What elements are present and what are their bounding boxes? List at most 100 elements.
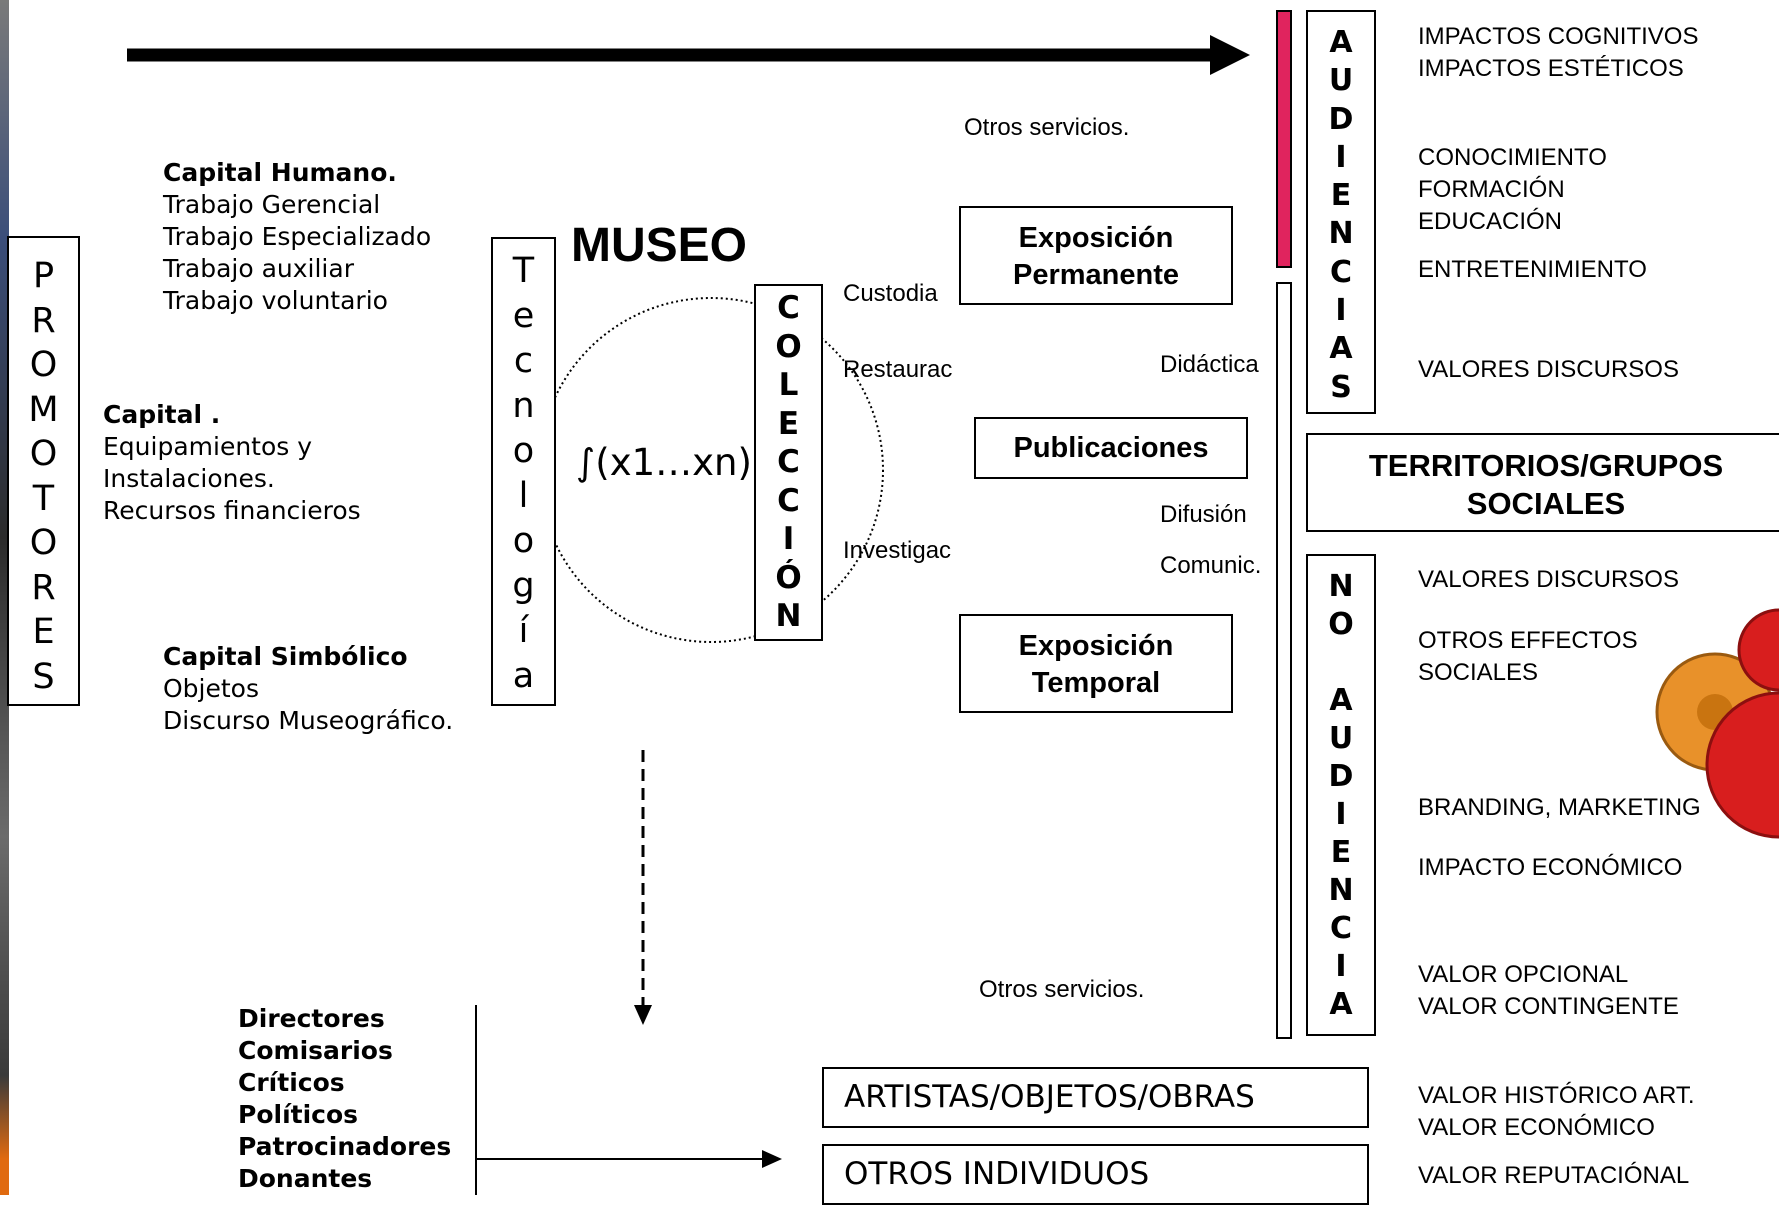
coleccion-letter: C	[777, 444, 800, 480]
agents-arrow-head	[762, 1150, 782, 1168]
capital-simbolico-item: Objetos	[163, 674, 259, 703]
impact-item: OTROS EFFECTOS	[1418, 627, 1638, 654]
no-audiencia-letter: A	[1329, 987, 1353, 1022]
tecnologia-letter: g	[512, 566, 535, 606]
no-audiencia-letter: I	[1335, 797, 1347, 832]
gear-red-icon	[1705, 691, 1779, 839]
agent-item: Políticos	[238, 1100, 359, 1129]
exposicion-temporal-box: Exposición Temporal	[959, 614, 1233, 713]
tecnologia-letter: o	[512, 431, 535, 471]
didactica-label: Didáctica	[1160, 351, 1259, 378]
otros-servicios-top-label: Otros servicios.	[964, 114, 1130, 141]
capital-humano-item: Trabajo voluntario	[163, 286, 388, 315]
agent-item: Patrocinadores	[238, 1132, 452, 1161]
impact-item: SOCIALES	[1418, 659, 1539, 686]
territorios-line: TERRITORIOS/GRUPOS	[1368, 448, 1724, 483]
impact-entretenimiento: ENTRETENIMIENTO	[1418, 256, 1647, 283]
no-audiencia-letter: O	[1328, 607, 1354, 642]
restauracion-label: Restaurac	[843, 356, 953, 383]
promotores-letter: O	[29, 345, 58, 385]
impacts-group-1: IMPACTOS COGNITIVOS IMPACTOS ESTÉTICOS	[1418, 21, 1698, 85]
museo-title: MUSEO	[571, 219, 748, 272]
promotores-letter: M	[28, 389, 59, 430]
gears-decoration	[1655, 608, 1779, 839]
promotores-letter: E	[32, 612, 55, 652]
left-edge-decoration	[0, 0, 9, 1195]
publicaciones-label: Publicaciones	[1013, 432, 1209, 464]
capital-item: Equipamientos y	[103, 432, 313, 461]
coleccion-letter: C	[777, 290, 800, 326]
promotores-letter: R	[31, 300, 56, 341]
impact-item: CONOCIMIENTO	[1418, 144, 1607, 171]
audiencias-letter: S	[1330, 369, 1352, 405]
promotores-letter: R	[31, 567, 56, 608]
audiencias-letter: I	[1335, 293, 1347, 329]
capital-humano-title: Capital Humano.	[163, 158, 397, 187]
gear-red-small-icon	[1737, 608, 1779, 692]
investigacion-label: Investigac	[843, 537, 952, 564]
audiencias-letter: D	[1328, 101, 1354, 137]
promotores-letter: T	[32, 478, 55, 519]
tecnologia-letter: l	[518, 476, 529, 516]
capital-item: Instalaciones.	[103, 464, 275, 493]
exposicion-permanente-box: Exposición Permanente	[959, 206, 1233, 305]
coleccion-letter: I	[782, 521, 795, 557]
impact-item: IMPACTOS COGNITIVOS	[1418, 23, 1699, 50]
impact-reputacional: VALOR REPUTACIÓNAL	[1418, 1162, 1690, 1189]
promotores-letter: P	[32, 256, 55, 296]
tecnologia-letter: T	[512, 251, 535, 291]
capital-humano-item: Trabajo Especializado	[163, 222, 432, 251]
audiencias-box: A U D I E N C I A S	[1306, 10, 1376, 414]
impact-valores-discursos-top: VALORES DISCURSOS	[1418, 356, 1679, 383]
difusion-label: Difusión	[1160, 501, 1247, 528]
artistas-label: ARTISTAS/OBJETOS/OBRAS	[844, 1079, 1255, 1115]
comunicacion-label: Comunic.	[1160, 552, 1262, 579]
exposicion-temporal-line: Temporal	[1031, 667, 1161, 699]
impacts-group-9: VALOR OPCIONAL VALOR CONTINGENTE	[1418, 959, 1679, 1023]
tecnologia-letter: a	[512, 656, 535, 696]
impact-item: EDUCACIÓN	[1418, 208, 1563, 235]
otros-individuos-box: OTROS INDIVIDUOS	[822, 1144, 1369, 1205]
exposicion-permanente-line: Exposición	[1018, 222, 1174, 254]
impact-item: VALOR CONTINGENTE	[1418, 993, 1679, 1020]
capital-simbolico-title: Capital Simbólico	[163, 642, 408, 671]
capital-title: Capital .	[103, 400, 221, 429]
tecnologia-letter: c	[513, 341, 534, 381]
otros-individuos-label: OTROS INDIVIDUOS	[844, 1156, 1150, 1192]
no-audiencia-bar-white	[1276, 282, 1292, 1039]
audiencias-letter: I	[1335, 139, 1347, 175]
no-audiencia-letter: I	[1335, 949, 1347, 984]
impact-valores-discursos-bottom: VALORES DISCURSOS	[1418, 566, 1679, 593]
tecnologia-letter: í	[518, 611, 529, 651]
exposicion-temporal-line: Exposición	[1018, 630, 1174, 662]
audiencia-bar-pink	[1276, 10, 1292, 268]
coleccion-letter: O	[775, 328, 802, 365]
capital-humano-item: Trabajo Gerencial	[163, 190, 381, 219]
tecnologia-letter: e	[512, 296, 535, 336]
coleccion-letter: E	[777, 405, 800, 442]
no-audiencia-letter: U	[1328, 721, 1354, 756]
audiencias-letter: A	[1329, 25, 1353, 60]
no-audiencia-letter: C	[1329, 911, 1353, 946]
audiencias-letter: N	[1328, 216, 1354, 252]
agent-item: Críticos	[238, 1068, 345, 1097]
tecnologia-letter: n	[512, 386, 535, 426]
capital-item: Recursos financieros	[103, 496, 361, 525]
impact-item: IMPACTOS ESTÉTICOS	[1418, 55, 1684, 82]
tecnologia-letter: o	[512, 521, 535, 561]
top-arrow-head	[1210, 35, 1250, 75]
impacts-group-10: VALOR HISTÓRICO ART. VALOR ECONÓMICO	[1418, 1080, 1695, 1144]
promotores-box: P R O M O T O R E S	[7, 236, 80, 706]
artistas-box: ARTISTAS/OBJETOS/OBRAS	[822, 1067, 1369, 1128]
no-audiencia-letter: A	[1329, 683, 1353, 718]
agent-item: Directores	[238, 1004, 385, 1033]
coleccion-letter: C	[777, 482, 800, 519]
coleccion-letter: L	[778, 367, 799, 403]
audiencias-letter: U	[1328, 63, 1354, 99]
exposicion-permanente-line: Permanente	[1012, 259, 1179, 291]
agent-item: Donantes	[238, 1164, 373, 1193]
coleccion-letter: Ó	[775, 559, 802, 596]
capital-humano-block: Capital Humano. Trabajo Gerencial Trabaj…	[163, 157, 431, 317]
audiencias-letter: A	[1329, 331, 1353, 367]
